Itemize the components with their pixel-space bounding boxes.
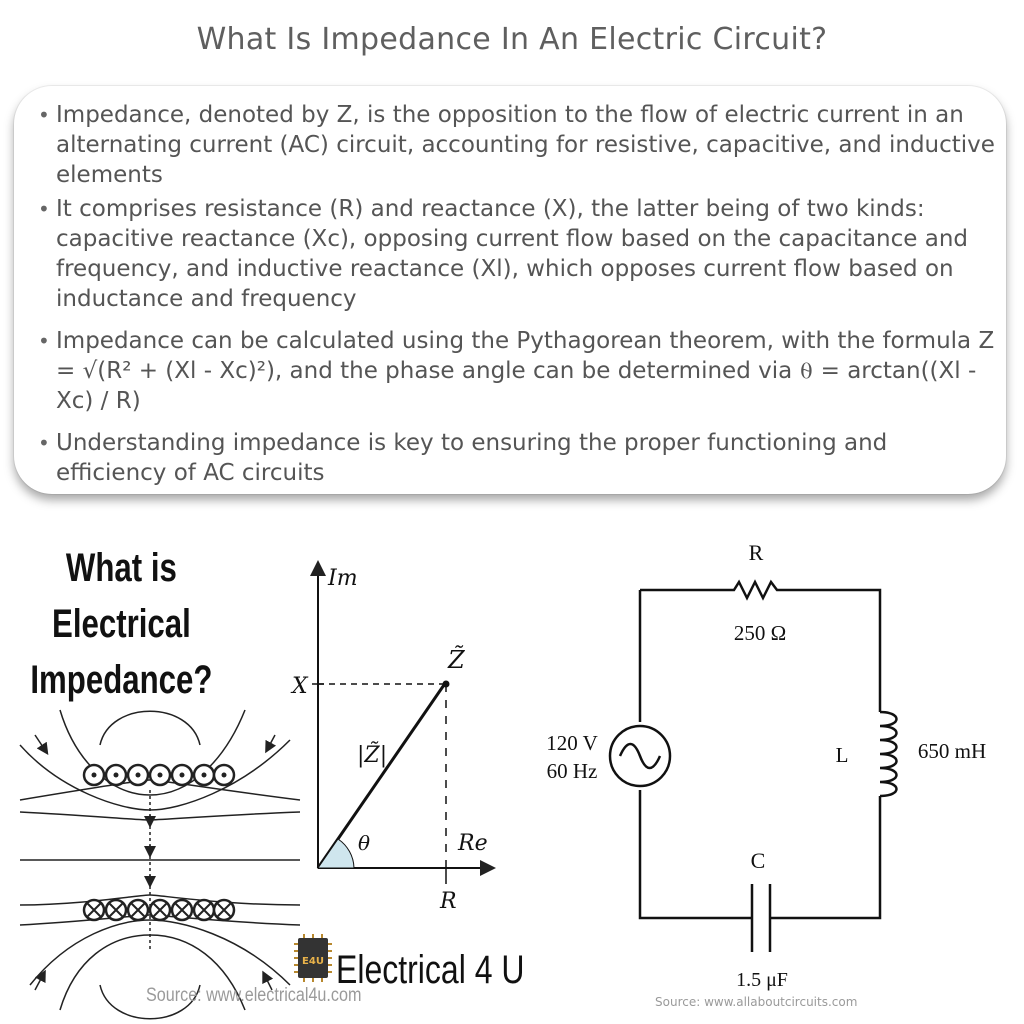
capacitor-label: C xyxy=(751,848,766,873)
page-title: What Is Impedance In An Electric Circuit… xyxy=(196,22,828,57)
source-frequency: 60 Hz xyxy=(547,759,598,783)
e4u-logo-text: E4U xyxy=(302,956,324,967)
phasor-tip-point xyxy=(442,680,450,688)
phasor-r-label: R xyxy=(439,889,457,914)
electrical-impedance-heading: What is Electrical Impedance? xyxy=(30,546,213,702)
bullet-list: Impedance, denoted by Z, is the oppositi… xyxy=(36,100,998,492)
inductor-value: 650 mH xyxy=(918,739,986,763)
phasor-re-label: Re xyxy=(457,831,488,856)
brand-name: Electrical 4 U xyxy=(336,948,525,992)
phasor-z-label: Z̃ xyxy=(447,646,466,674)
bullet-item: Impedance, denoted by Z, is the oppositi… xyxy=(36,100,998,190)
source-left: Source: www.electrical4u.com xyxy=(146,985,362,1006)
phasor-theta-label: θ xyxy=(358,831,370,855)
coil-top-dot-centers xyxy=(91,772,227,778)
phasor-im-label: Im xyxy=(327,566,358,591)
source-right: Source: www.allaboutcircuits.com xyxy=(655,995,858,1009)
phasor-magnitude-label: |Z̃| xyxy=(357,742,387,768)
resistor-label: R xyxy=(749,540,764,565)
magnetic-field-diagram xyxy=(19,709,301,1020)
coil-bottom-cross-marks xyxy=(86,902,232,918)
phase-angle-sector xyxy=(317,838,355,869)
resistor-value: 250 Ω xyxy=(734,621,786,645)
bullet-item: Understanding impedance is key to ensuri… xyxy=(36,428,998,488)
phasor-x-label: X xyxy=(290,674,309,699)
bullet-item: Impedance can be calculated using the Py… xyxy=(36,326,998,416)
rlc-circuit xyxy=(608,579,898,952)
inductor-label: L xyxy=(836,743,849,767)
bullet-item: It comprises resistance (R) and reactanc… xyxy=(36,194,998,314)
e4u-logo: E4U xyxy=(294,934,332,982)
source-voltage: 120 V xyxy=(546,731,598,755)
capacitor-value: 1.5 μF xyxy=(736,969,788,991)
